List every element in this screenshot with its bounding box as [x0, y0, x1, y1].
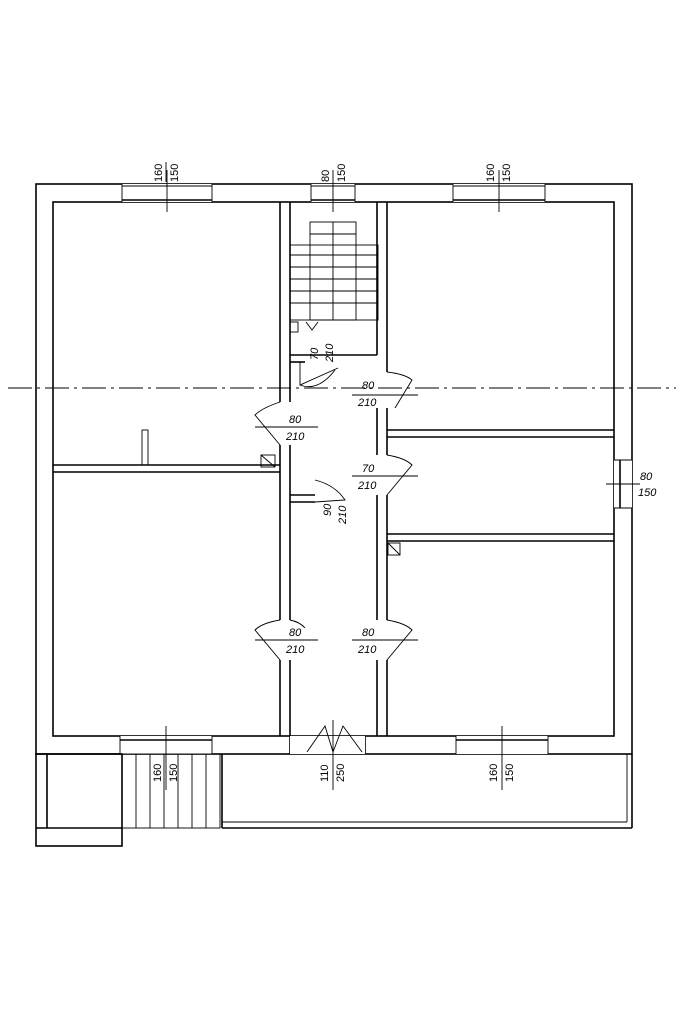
label-width: 80: [289, 627, 302, 639]
label-width: 160: [485, 164, 497, 182]
label-win-top-left: 160 150: [153, 162, 181, 182]
label-door-right-mid: 70 210: [357, 463, 377, 492]
label-width: 80: [289, 414, 302, 426]
label-height: 150: [336, 164, 348, 182]
window-bottom-left: [119, 726, 213, 790]
door-right-upper: [352, 371, 418, 409]
door-left-upper: [254, 401, 318, 446]
label-width: 160: [153, 164, 165, 182]
window-top-right: [452, 170, 546, 212]
label-height: 150: [504, 764, 516, 782]
label-height: 210: [357, 480, 377, 492]
interior-walls: [53, 202, 614, 754]
label-height: 150: [501, 164, 513, 182]
label-height: 210: [337, 505, 349, 525]
label-height: 210: [285, 431, 305, 443]
label-door-left-upper: 80 210: [285, 414, 305, 443]
label-door-left-lower: 80 210: [285, 627, 305, 656]
label-door-right-upper: 80 210: [357, 380, 377, 409]
label-height: 150: [168, 764, 180, 782]
label-height: 150: [638, 487, 657, 499]
window-bottom-right: [455, 726, 549, 790]
door-right-lower: [352, 619, 418, 661]
label-door-bath: 90 210: [322, 503, 349, 525]
label-width: 160: [152, 764, 164, 782]
door-right-mid: [352, 454, 418, 496]
label-width: 160: [488, 764, 500, 782]
label-width: 70: [309, 347, 321, 360]
door-left-lower: [254, 619, 318, 661]
label-win-top-right: 160 150: [485, 164, 513, 182]
window-right-side: [606, 459, 640, 509]
window-top-stair: [310, 170, 356, 212]
label-height: 210: [357, 644, 377, 656]
staircase: [289, 221, 379, 331]
label-win-top-stair: 80 150: [320, 164, 348, 182]
label-width: 80: [640, 471, 653, 483]
door-bath: [314, 479, 346, 503]
label-width: 80: [320, 170, 332, 182]
label-height: 210: [324, 343, 336, 363]
label-height: 210: [357, 397, 377, 409]
label-width: 80: [362, 627, 375, 639]
door-stair: [299, 362, 339, 388]
label-width: 110: [319, 764, 331, 782]
label-height: 150: [169, 164, 181, 182]
label-door-right-lower: 80 210: [357, 627, 377, 656]
label-width: 80: [362, 380, 375, 392]
terrace: [35, 753, 633, 847]
label-win-bottom-left: 160 150: [152, 764, 180, 782]
label-win-bottom-right: 160 150: [488, 764, 516, 782]
label-width: 90: [322, 503, 334, 516]
label-door-stair: 70 210: [309, 343, 336, 363]
label-height: 210: [285, 644, 305, 656]
label-width: 70: [362, 463, 375, 475]
outer-walls: [35, 183, 633, 755]
window-top-left: [121, 170, 213, 212]
label-door-entrance: 110 250: [319, 764, 347, 782]
door-entrance: [290, 720, 365, 790]
label-win-right-side: 80 150: [638, 471, 657, 499]
label-height: 250: [335, 764, 347, 782]
